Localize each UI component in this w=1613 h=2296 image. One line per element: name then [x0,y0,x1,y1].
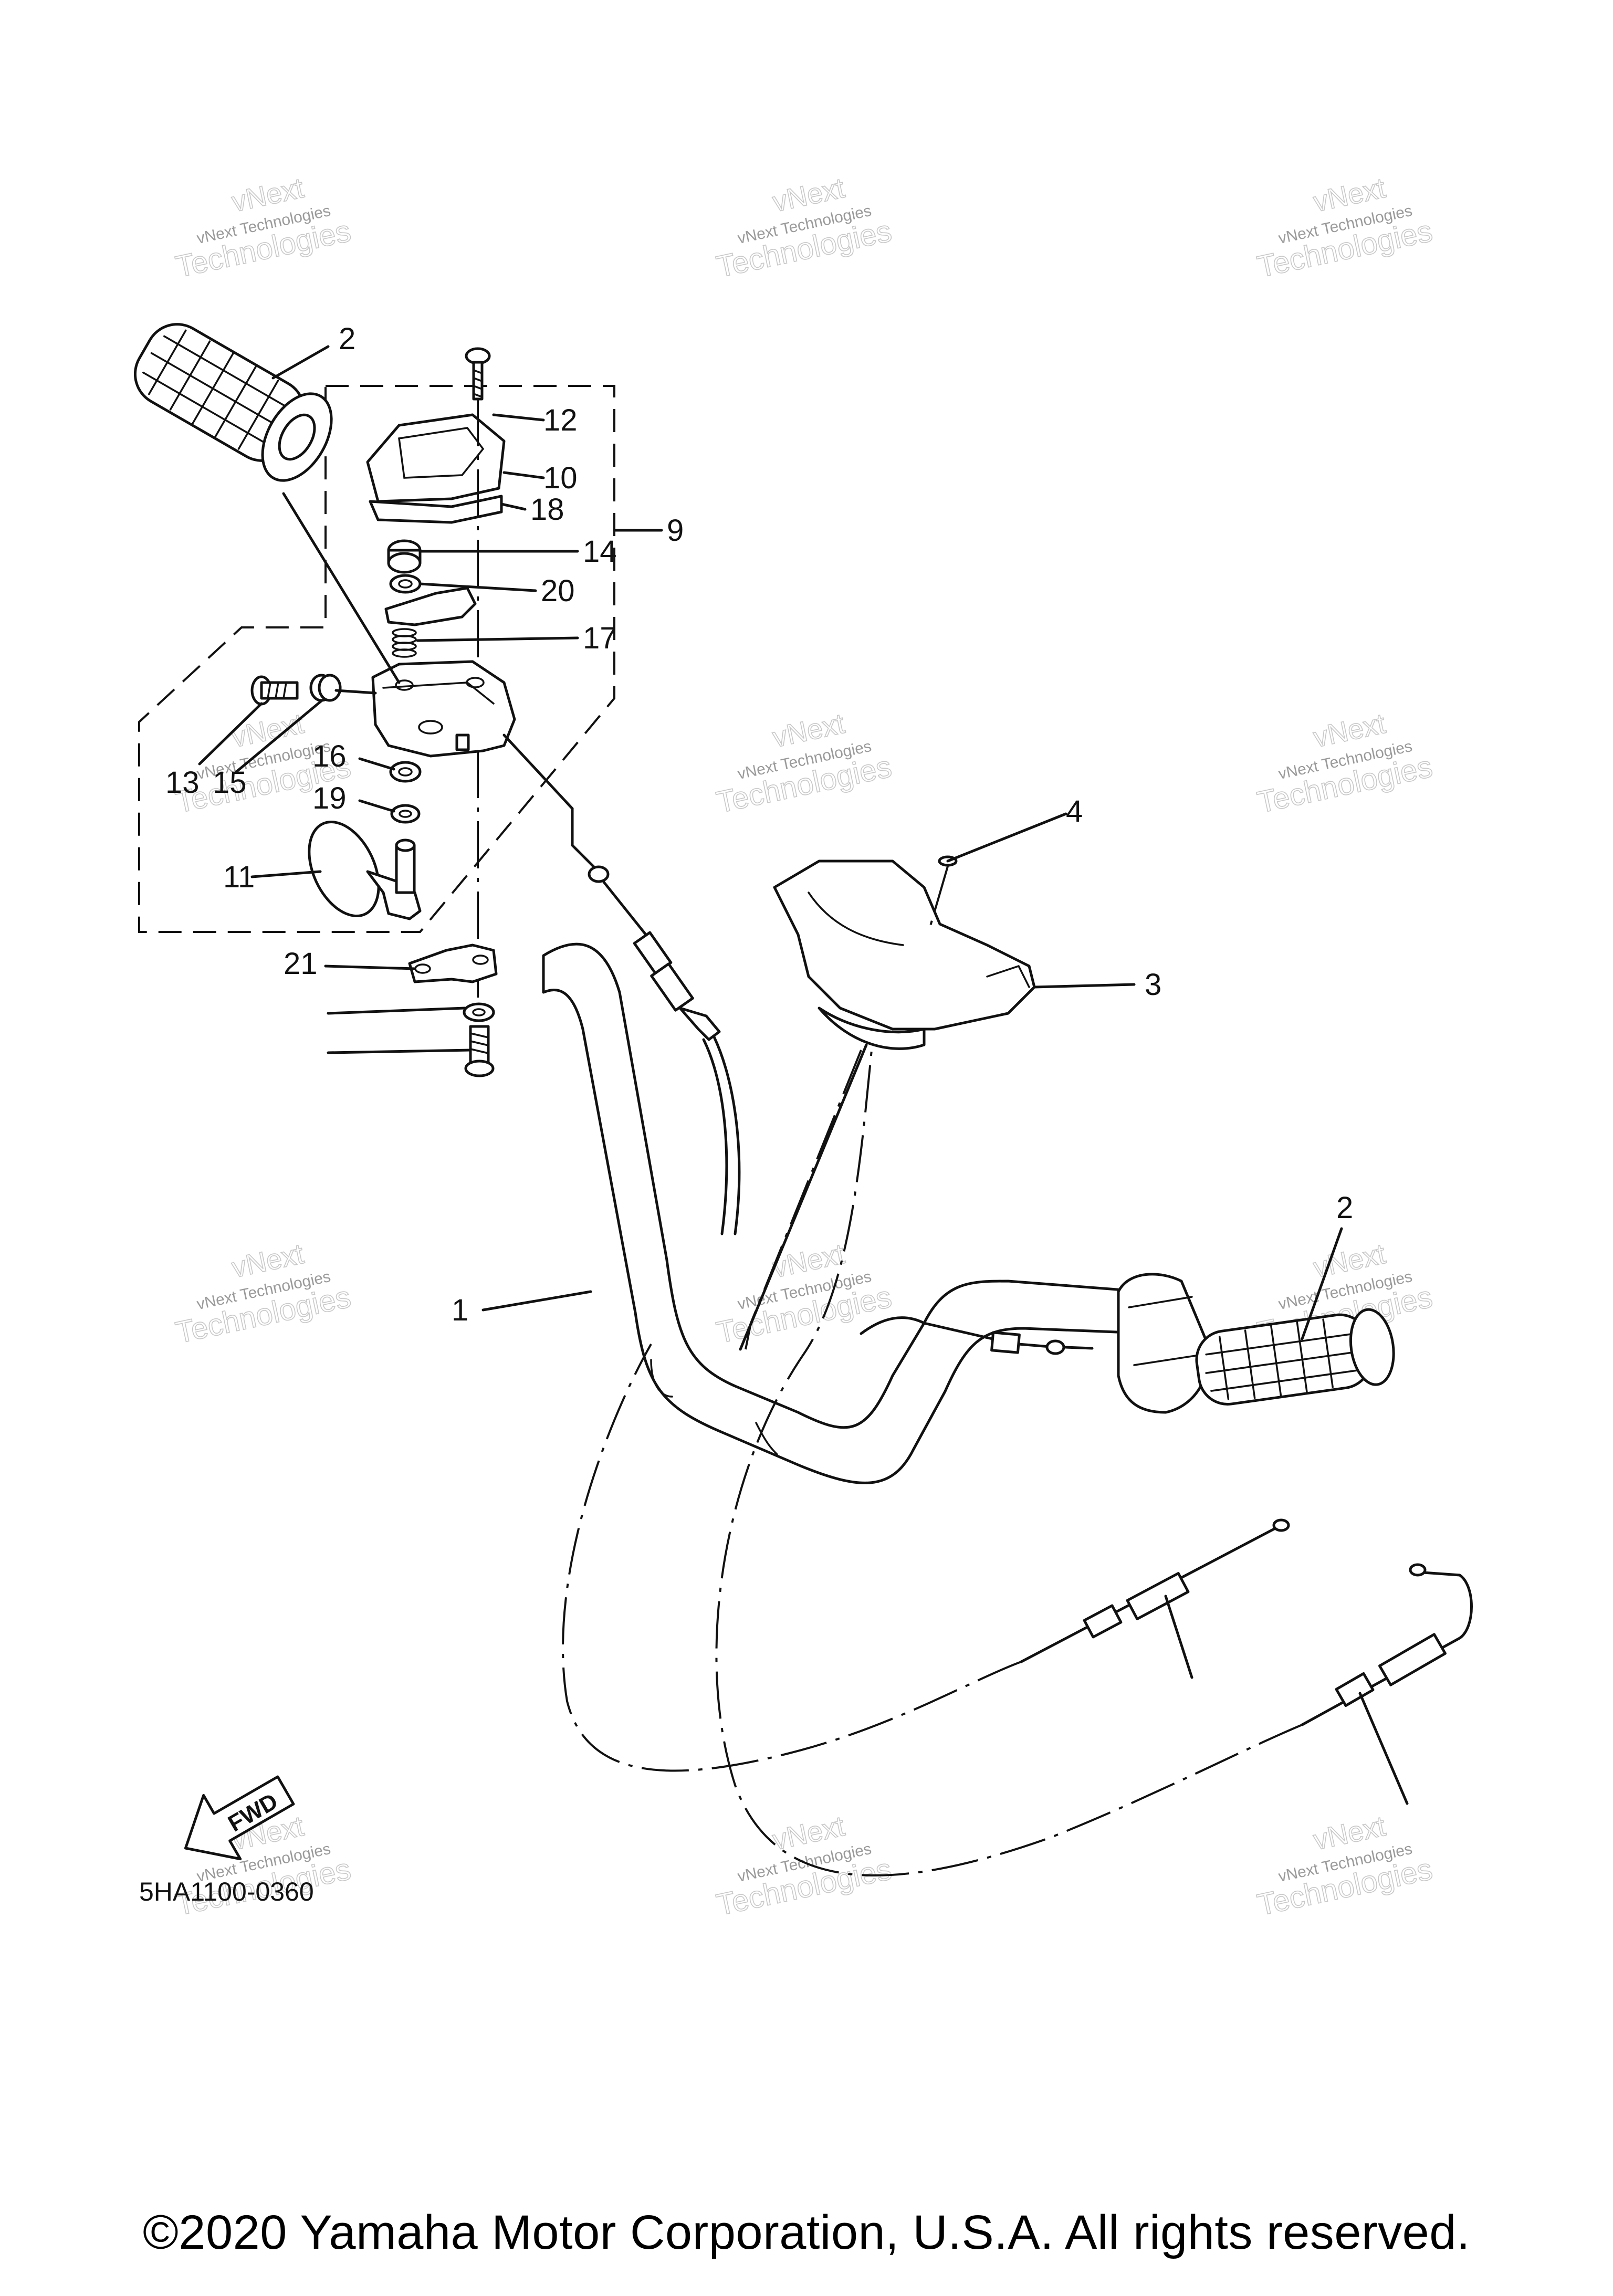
washer-19 [463,1002,495,1022]
cable-routing-20 [562,1344,1022,1772]
callout-11: 15 [213,766,247,800]
callout-5: 9 [667,513,684,548]
cover-6 [366,413,506,503]
washer-12 [389,761,422,783]
washer-15 [390,804,421,824]
screw-8 [465,347,491,401]
cable-from-right-housing [860,1316,1094,1355]
callout-8: 12 [543,403,578,437]
copyright-notice: ©2020 Yamaha Motor Corporation, U.S.A. A… [143,2206,1470,2259]
callout-12: 16 [312,739,347,773]
callout-10: 14 [583,534,617,569]
throttle-housing [371,660,516,758]
callout-1: 1 [452,1293,468,1327]
callout-4: 4 [1066,794,1083,829]
callout-6: 10 [543,461,578,495]
nut-11 [309,674,342,702]
callout-9: 13 [165,766,200,800]
callout-17: 21 [284,947,318,981]
clamp-17 [408,943,498,983]
left-grip-illustration [133,323,333,482]
callout-7: 11 [223,860,255,894]
assembly-boundary-5 [138,385,615,933]
washer-16 [389,574,422,594]
cable-21 [1301,1563,1473,1726]
callout-labels: 2 12 10 18 9 14 20 17 13 15 16 19 11 21 … [165,322,1353,1327]
diagram-code: 5HA1100-0360 [139,1877,314,1906]
bolt-18 [464,1025,495,1077]
fwd-arrow-icon: FWD [184,1775,295,1861]
collar-10 [387,539,422,574]
callout-2-left: 2 [339,322,355,356]
lever-plate [384,586,477,626]
gasket-14 [369,495,503,524]
callout-16: 20 [541,574,575,608]
cable-routing-21 [715,1050,1303,1876]
callout-3: 3 [1145,968,1161,1002]
callout-14: 18 [530,492,564,527]
throttle-lever-7 [308,820,422,920]
callout-15: 19 [312,781,347,815]
bolt-9 [250,675,299,706]
handlebar-1 [542,942,1157,1484]
leader-lines [198,345,1409,1805]
cable-20 [1020,1518,1290,1663]
callout-13: 17 [583,621,617,655]
handlebar-pad-3 [773,859,1036,1050]
right-grip-illustration [1117,1273,1395,1414]
callout-2-right: 2 [1336,1191,1353,1225]
spring-13 [392,628,417,658]
throttle-cable-from-housing [502,733,741,1235]
